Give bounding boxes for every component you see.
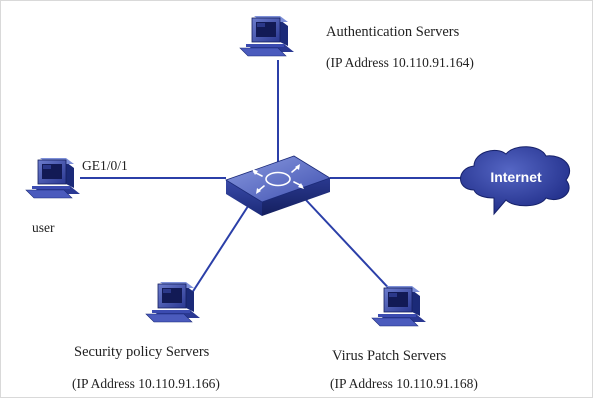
auth-server-title: Authentication Servers (326, 24, 460, 40)
core-switch-icon (225, 155, 331, 216)
internet-cloud-icon: Internet (460, 146, 571, 216)
link-security-server (189, 199, 253, 297)
virus-server-icon (371, 285, 427, 327)
security-server-address: (IP Address 10.110.91.166) (72, 376, 220, 391)
internet-label: Internet (490, 169, 542, 185)
virus-server-title: Virus Patch Servers (332, 348, 447, 364)
auth-server-address: (IP Address 10.110.91.164) (326, 55, 474, 70)
link-virus-server (305, 199, 397, 297)
auth-server-icon (239, 15, 295, 57)
user-pc-icon (25, 157, 81, 199)
user-port-label: GE1/0/1 (82, 158, 128, 173)
user-label: user (32, 220, 55, 235)
links (80, 60, 464, 297)
security-server-icon (145, 281, 201, 323)
virus-server-address: (IP Address 10.110.91.168) (330, 376, 478, 391)
security-server-title: Security policy Servers (74, 344, 210, 360)
